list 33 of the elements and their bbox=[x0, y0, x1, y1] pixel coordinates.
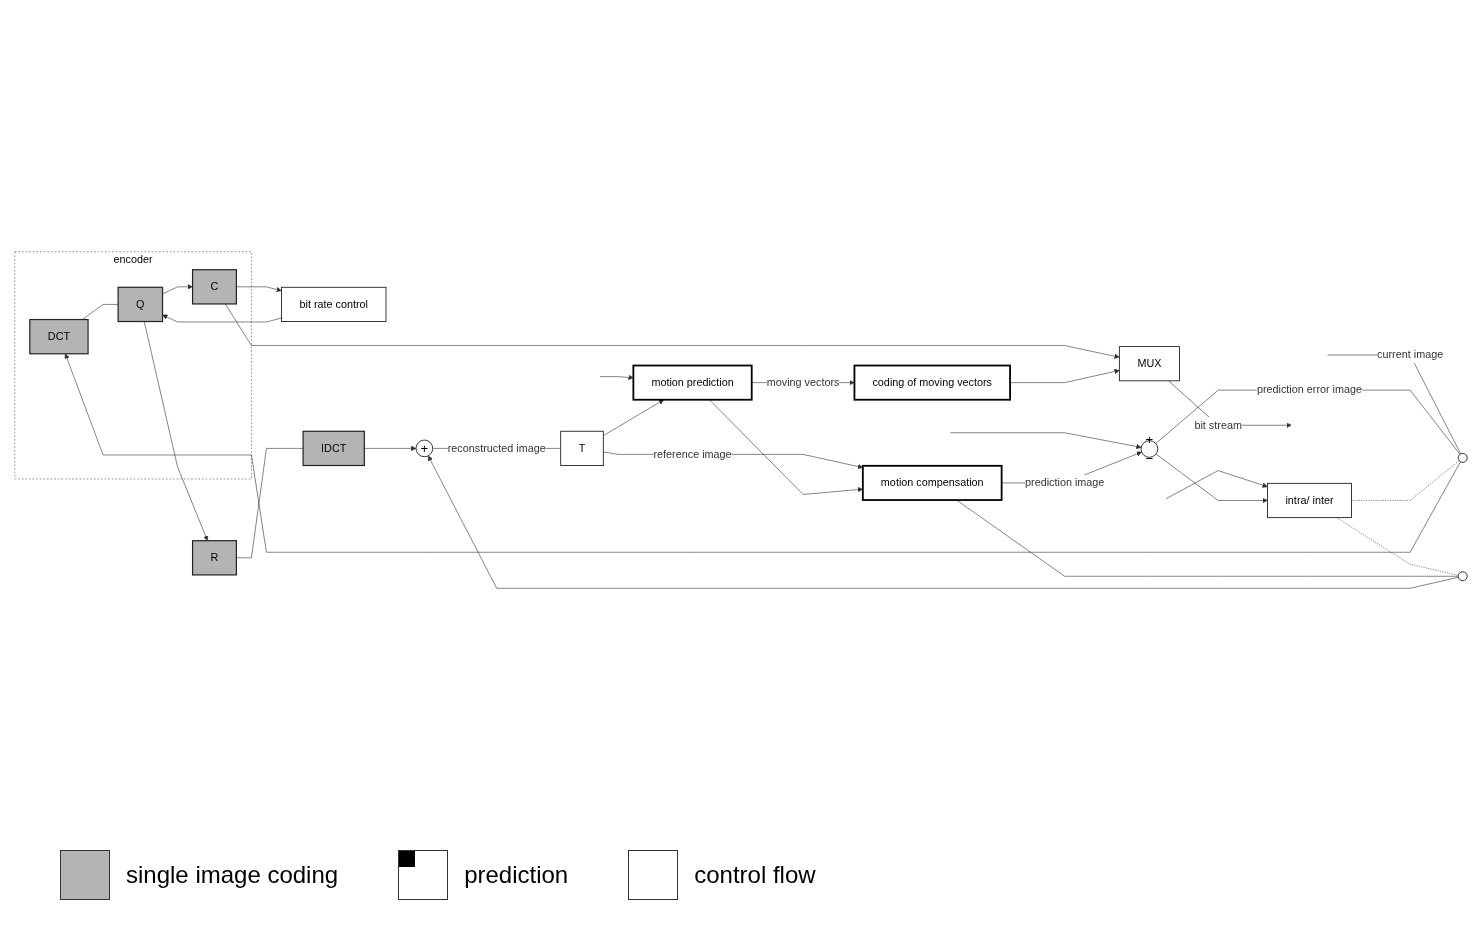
connector bbox=[956, 499, 1459, 577]
node-box: R bbox=[191, 540, 237, 576]
node-switch bbox=[1457, 571, 1468, 582]
edge-label: prediction error image bbox=[1256, 383, 1363, 396]
legend-label: control flow bbox=[694, 861, 816, 889]
node-switch bbox=[1457, 452, 1468, 463]
edge-label: reconstructed image bbox=[447, 442, 546, 455]
node-box: motion compensation bbox=[861, 464, 1003, 501]
connector bbox=[1336, 517, 1459, 576]
node-label: − bbox=[1145, 451, 1154, 467]
node-box: DCT bbox=[29, 318, 89, 355]
node-box: MUX bbox=[1118, 346, 1180, 382]
legend-label: prediction bbox=[464, 861, 569, 889]
connector bbox=[236, 448, 304, 559]
edge-label: prediction image bbox=[1025, 476, 1105, 489]
edge-label: bit stream bbox=[1194, 418, 1242, 431]
edge-label: current image bbox=[1377, 348, 1444, 361]
node-circle: + bbox=[415, 439, 434, 458]
node-label: + bbox=[1145, 431, 1154, 447]
edge-label: moving vectors bbox=[766, 376, 840, 389]
node-box: T bbox=[560, 430, 604, 466]
node-box: coding of moving vectors bbox=[853, 364, 1011, 401]
node-box: intra/ inter bbox=[1267, 482, 1352, 519]
legend-label: single image coding bbox=[126, 861, 339, 889]
connector bbox=[1351, 460, 1460, 501]
connector bbox=[82, 304, 119, 320]
node-box: C bbox=[191, 269, 237, 305]
node-box: IDCT bbox=[302, 430, 365, 467]
edge-label: reference image bbox=[653, 448, 732, 461]
node-box: bit rate control bbox=[281, 286, 387, 322]
node-box: motion prediction bbox=[632, 364, 753, 401]
node-box: Q bbox=[117, 286, 164, 323]
connector bbox=[1155, 389, 1461, 455]
